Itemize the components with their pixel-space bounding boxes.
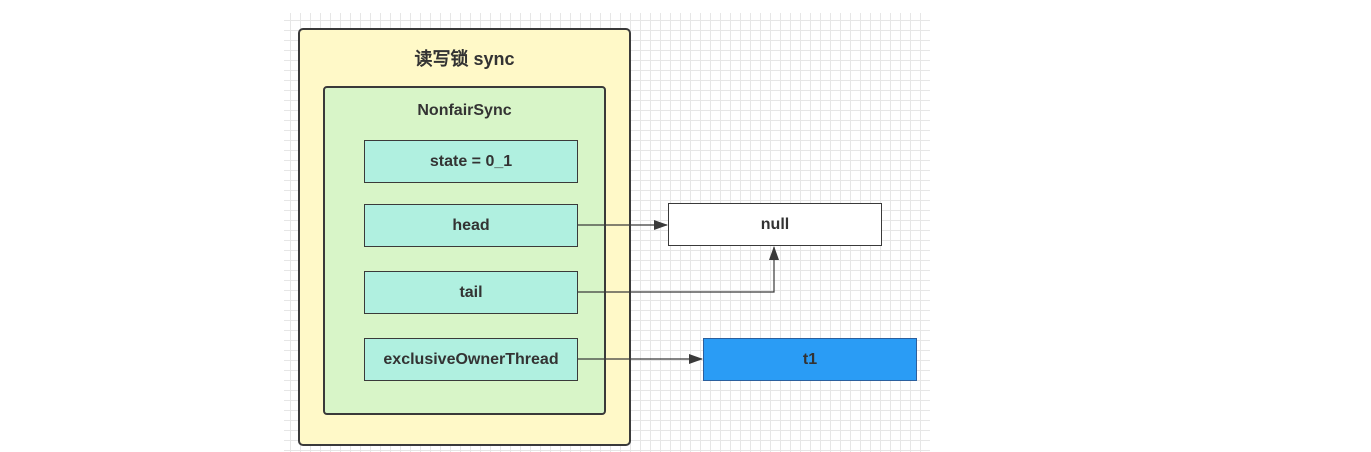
tail-to-null-arrow — [578, 246, 779, 293]
field-state-label: state = 0_1 — [429, 152, 513, 170]
thread-t1-node: t1 — [703, 338, 917, 381]
rwlock-sync-title: 读写锁 sync — [414, 49, 515, 69]
field-exclusive-owner-thread: exclusiveOwnerThread — [364, 338, 578, 381]
nonfair-sync-title: NonfairSync — [417, 102, 512, 119]
null-node: null — [668, 203, 882, 246]
null-node-label: null — [760, 215, 790, 233]
field-tail-label: tail — [459, 283, 483, 301]
field-head: head — [364, 204, 578, 247]
field-exclusive-owner-thread-label: exclusiveOwnerThread — [383, 350, 559, 368]
field-tail: tail — [364, 271, 578, 314]
thread-t1-label: t1 — [802, 350, 818, 368]
field-state: state = 0_1 — [364, 140, 578, 183]
field-head-label: head — [452, 216, 490, 234]
